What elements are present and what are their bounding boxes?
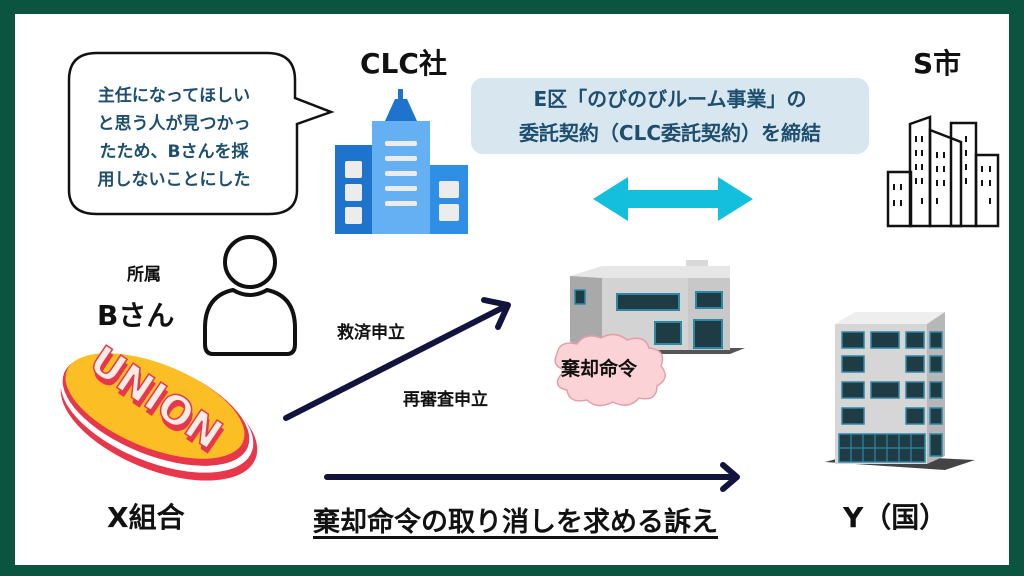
speech-bubble	[67, 51, 335, 216]
city-buildings-icon	[886, 115, 1000, 228]
bubble-line: たため、Bさんを採	[99, 142, 249, 162]
lawsuit-arrow	[324, 462, 740, 492]
relief-arrow	[283, 297, 511, 421]
clc-title: CLC社	[360, 47, 447, 80]
speech-bubble-text: 主任になってほしい と思う人が見つかっ たため、Bさんを採 用しないことにした	[63, 82, 285, 194]
contract-line: 委託契約（CLC委託契約）を締結	[518, 121, 822, 145]
office-building-icon	[335, 89, 468, 234]
re-examination-label: 再審査申立	[403, 390, 488, 410]
relief-petition-label: 救済申立	[337, 323, 405, 343]
rejection-order-label: 棄却命令	[561, 358, 638, 380]
bubble-line: と思う人が見つかっ	[97, 114, 251, 134]
contract-box: E区「のびのびルーム事業」の 委託契約（CLC委託契約）を締結	[471, 78, 869, 154]
affiliation-label: 所属	[127, 265, 161, 285]
government-building-icon	[825, 312, 975, 470]
bubble-line: 主任になってほしい	[97, 86, 251, 106]
rejection-cloud	[554, 333, 666, 407]
double-arrow-icon	[593, 177, 753, 221]
contract-line: E区「のびのびルーム事業」の	[533, 87, 807, 111]
y-state-name: Y（国）	[843, 501, 948, 534]
person-icon	[203, 235, 297, 356]
x-union-name: X組合	[107, 501, 185, 534]
diagram-canvas: 主任になってほしい と思う人が見つかっ たため、Bさんを採 用しないことにした …	[15, 14, 1009, 565]
lawsuit-label: 棄却命令の取り消しを求める訴え	[313, 507, 718, 538]
union-logo: UNION UNION	[60, 337, 258, 481]
s-city-title: S市	[913, 47, 962, 80]
bubble-line: 用しないことにした	[97, 170, 251, 190]
b-person-name: Bさん	[97, 299, 175, 332]
